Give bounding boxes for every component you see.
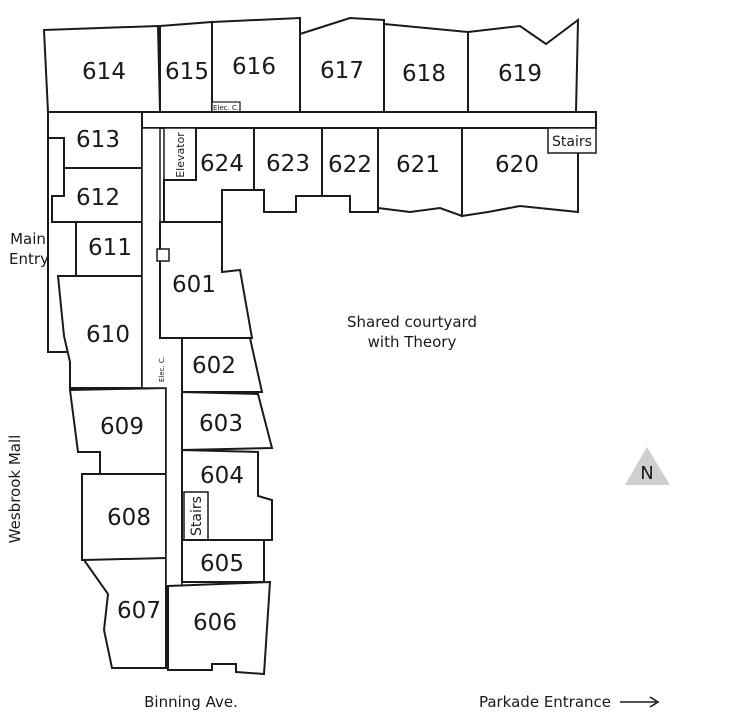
unit-606[interactable]	[167, 580, 272, 676]
elevator	[163, 127, 197, 181]
elec-closet-mid-label: Elec. C.	[158, 356, 166, 382]
binning-ave-label: Binning Ave.	[144, 693, 238, 711]
unit-label-613: 613	[76, 127, 120, 153]
parkade-arrow-icon	[620, 696, 660, 708]
door-marker	[156, 248, 170, 262]
unit-label-619: 619	[498, 61, 542, 87]
unit-601[interactable]	[159, 221, 254, 339]
unit-label-603: 603	[199, 411, 243, 437]
unit-label-606: 606	[193, 610, 237, 636]
main-entry-label-line1: Main	[10, 230, 46, 248]
unit-label-617: 617	[320, 58, 364, 84]
parkade-entrance-label: Parkade Entrance	[479, 693, 611, 711]
unit-label-624: 624	[200, 151, 244, 177]
north-label: N	[640, 463, 653, 484]
unit-label-615: 615	[165, 59, 209, 85]
wesbrook-mall-label: Wesbrook Mall	[6, 435, 24, 544]
unit-602[interactable]	[181, 337, 264, 393]
unit-label-608: 608	[107, 505, 151, 531]
unit-label-604: 604	[200, 463, 244, 489]
unit-603[interactable]	[181, 390, 274, 452]
unit-label-610: 610	[86, 322, 130, 348]
elec-closet-top-label: Elec. C.	[213, 104, 239, 112]
stairs-top	[547, 127, 597, 154]
unit-label-605: 605	[200, 551, 244, 577]
unit-label-616: 616	[232, 54, 276, 80]
unit-label-620: 620	[495, 152, 539, 178]
unit-label-621: 621	[396, 152, 440, 178]
courtyard-label-line2: with Theory	[368, 333, 457, 351]
unit-label-611: 611	[88, 235, 132, 261]
north-arrow-icon	[625, 447, 670, 485]
unit-label-609: 609	[100, 414, 144, 440]
stairs-bottom-label: Stairs	[189, 496, 205, 536]
unit-label-622: 622	[328, 152, 372, 178]
unit-label-614: 614	[82, 59, 126, 85]
unit-label-612: 612	[76, 185, 120, 211]
unit-label-601: 601	[172, 272, 216, 298]
courtyard-label-line1: Shared courtyard	[347, 313, 477, 331]
unit-label-618: 618	[402, 61, 446, 87]
unit-label-602: 602	[192, 353, 236, 379]
stairs-bottom	[183, 491, 209, 541]
unit-label-623: 623	[266, 151, 310, 177]
main-entry-label-line2: Entry	[9, 250, 49, 268]
unit-label-607: 607	[117, 598, 161, 624]
elevator-label: Elevator	[174, 132, 187, 178]
stairs-top-label: Stairs	[552, 134, 592, 150]
